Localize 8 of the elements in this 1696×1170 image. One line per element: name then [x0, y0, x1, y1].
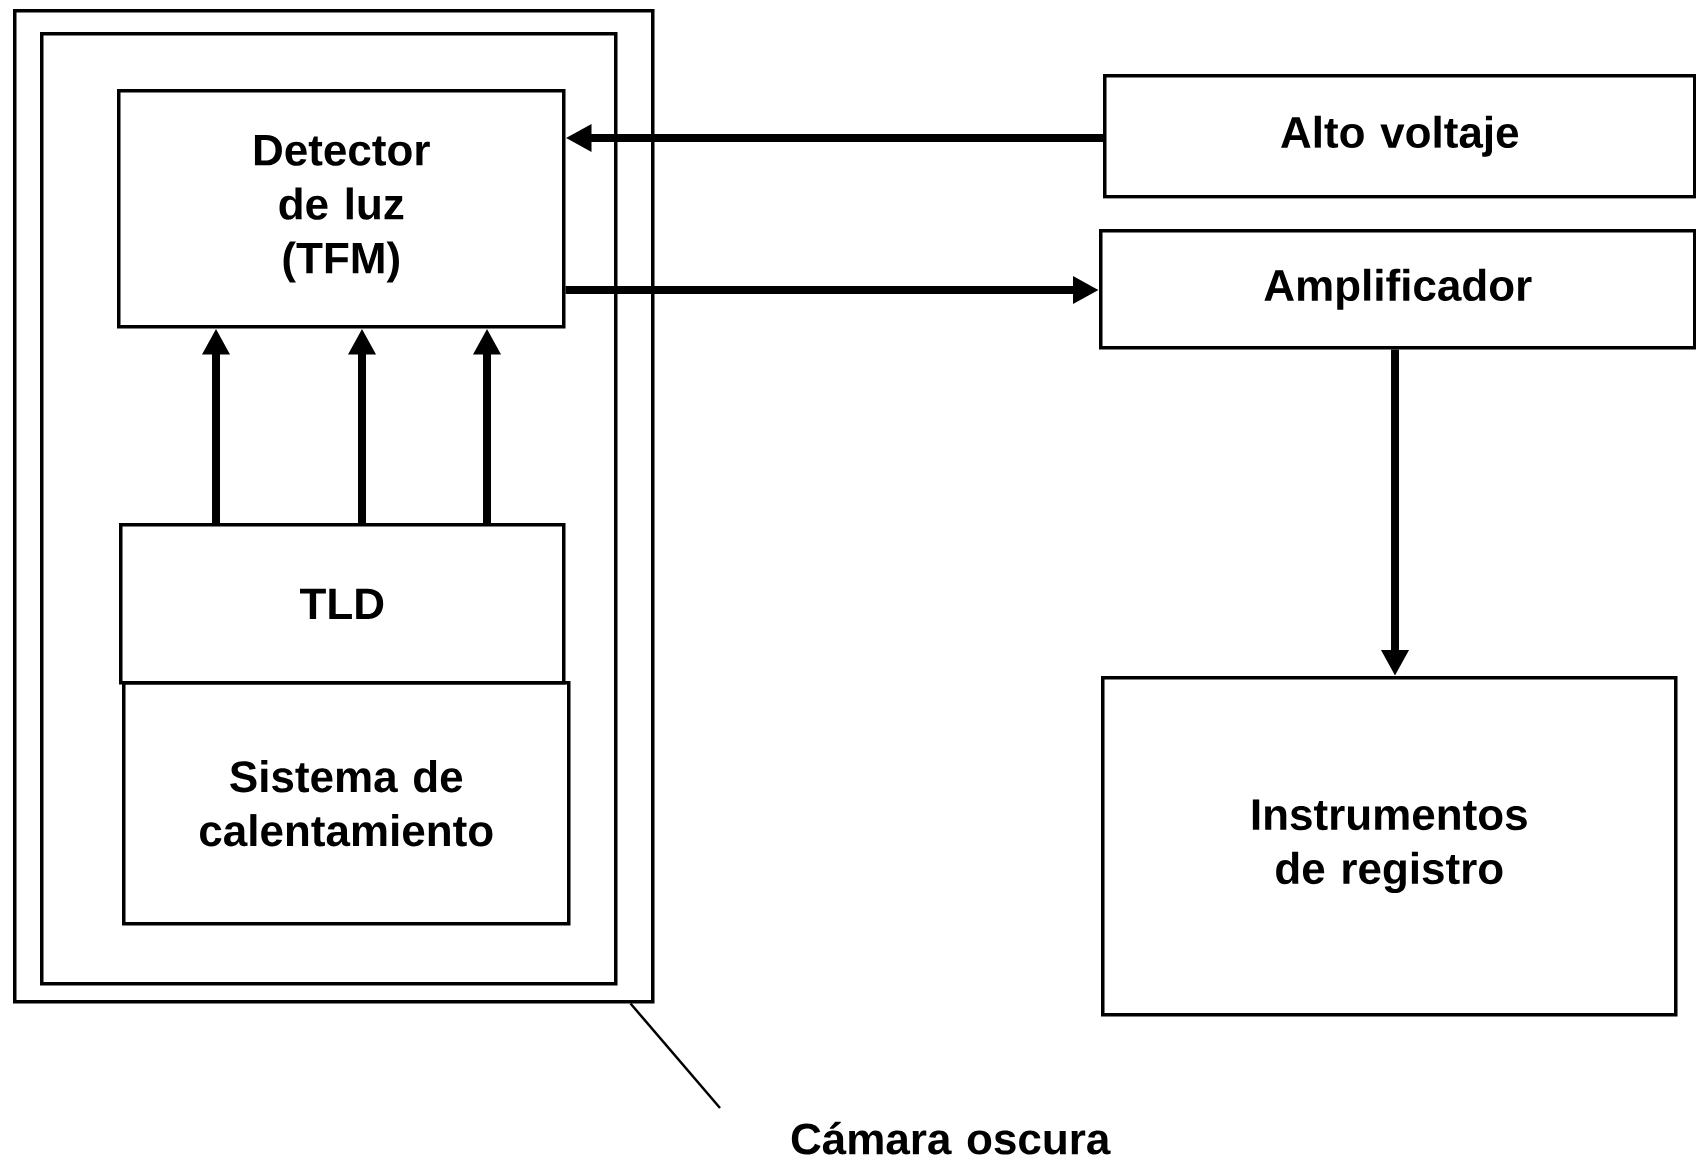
process-box: Detector de luz (TFM)	[117, 89, 566, 329]
process-box: TLD	[119, 523, 566, 685]
leader-line	[629, 1002, 721, 1109]
caption-text: Cámara oscura	[791, 1121, 1111, 1155]
process-box: Sistema de calentamiento	[122, 681, 571, 926]
process-box: Amplificador	[1099, 229, 1696, 350]
process-box: Alto voltaje	[1103, 74, 1696, 199]
process-box: Instrumentos de registro	[1101, 676, 1678, 1017]
